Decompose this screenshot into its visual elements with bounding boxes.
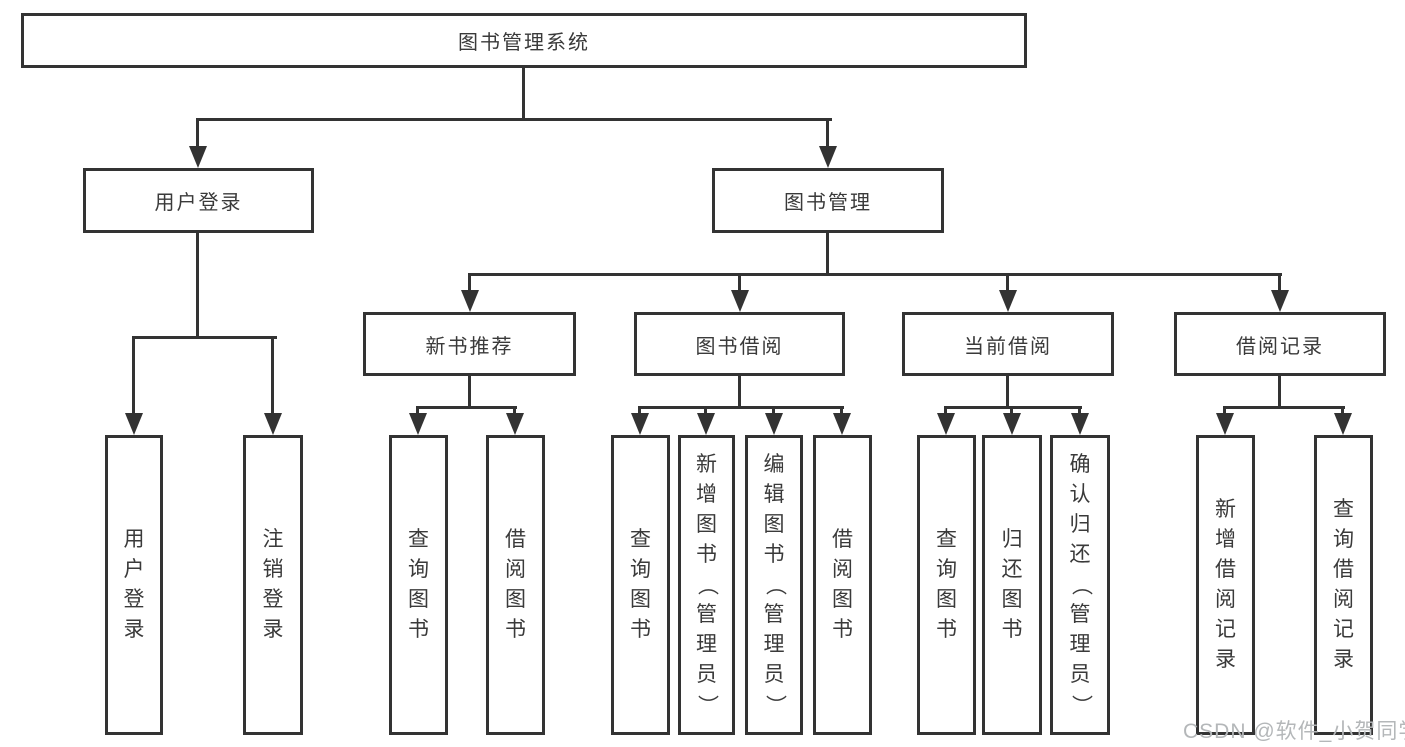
- arrow-down-icon: [833, 413, 851, 435]
- connector-line: [1223, 406, 1345, 409]
- connector-line: [1078, 406, 1081, 416]
- node-new-book-recommend: 新书推荐: [363, 312, 576, 376]
- connector-line: [271, 336, 274, 415]
- connector-line: [196, 118, 199, 148]
- node-label: 借阅图书: [832, 528, 853, 641]
- arrow-down-icon: [631, 413, 649, 435]
- node-label: 图书管理系统: [458, 32, 590, 54]
- connector-line: [522, 66, 525, 121]
- connector-line: [738, 273, 741, 292]
- connector-line: [1278, 376, 1281, 409]
- connector-line: [132, 336, 135, 415]
- leaf-add-borrow-record: 新增借阅记录: [1196, 435, 1255, 735]
- node-label: 借阅记录: [1236, 335, 1324, 358]
- leaf-return-books: 归还图书: [982, 435, 1042, 735]
- node-current-borrow: 当前借阅: [902, 312, 1114, 376]
- leaf-query-books: 查询图书: [917, 435, 976, 735]
- connector-line: [1010, 406, 1013, 416]
- connector-line: [416, 406, 419, 416]
- node-label: 编辑图书（管理员）: [763, 453, 786, 716]
- connector-line: [1223, 406, 1226, 416]
- arrow-down-icon: [1216, 413, 1234, 435]
- connector-line: [416, 406, 517, 409]
- connector-line: [468, 376, 471, 409]
- node-label: 图书借阅: [695, 335, 784, 358]
- connector-line: [944, 406, 1082, 409]
- connector-line: [840, 406, 843, 416]
- node-label: 用户登录: [154, 192, 243, 214]
- node-label: 新书推荐: [425, 335, 514, 358]
- arrow-down-icon: [937, 413, 955, 435]
- leaf-borrow-books: 借阅图书: [486, 435, 545, 735]
- leaf-user-login: 用户登录: [105, 435, 163, 735]
- arrow-down-icon: [731, 290, 749, 312]
- leaf-edit-books-admin: 编辑图书（管理员）: [745, 435, 803, 735]
- connector-line: [638, 406, 641, 416]
- node-label: 借阅图书: [505, 528, 526, 641]
- connector-line: [738, 376, 741, 409]
- arrow-down-icon: [999, 290, 1017, 312]
- arrow-down-icon: [264, 413, 282, 435]
- node-label: 查询图书: [408, 528, 429, 641]
- node-label: 查询图书: [936, 528, 957, 641]
- connector-line: [638, 406, 844, 409]
- csdn-watermark: CSDN @软件_小贺同学: [1183, 720, 1405, 743]
- leaf-query-books: 查询图书: [389, 435, 448, 735]
- node-label: 归还图书: [1001, 528, 1023, 641]
- node-label: 注销登录: [262, 528, 284, 641]
- node-label: 用户登录: [123, 528, 145, 641]
- node-book-borrow: 图书借阅: [634, 312, 845, 376]
- arrow-down-icon: [1334, 413, 1352, 435]
- arrow-down-icon: [1071, 413, 1089, 435]
- arrow-down-icon: [409, 413, 427, 435]
- arrow-down-icon: [1271, 290, 1289, 312]
- node-label: 确认归还（管理员）: [1069, 453, 1092, 716]
- connector-line: [468, 273, 1282, 276]
- connector-line: [826, 233, 829, 276]
- connector-line: [1006, 273, 1009, 292]
- node-label: 当前借阅: [964, 335, 1052, 358]
- arrow-down-icon: [189, 146, 207, 168]
- leaf-query-borrow-record: 查询借阅记录: [1314, 435, 1373, 735]
- connector-line: [1278, 273, 1281, 292]
- node-label: 新增图书（管理员）: [695, 453, 719, 716]
- leaf-add-books-admin: 新增图书（管理员）: [678, 435, 735, 735]
- connector-line: [772, 406, 775, 416]
- connector-line: [1006, 376, 1009, 409]
- connector-line: [513, 406, 516, 416]
- node-borrow-records: 借阅记录: [1174, 312, 1386, 376]
- node-user-login: 用户登录: [83, 168, 314, 233]
- connector-line: [1341, 406, 1344, 416]
- leaf-confirm-return-admin: 确认归还（管理员）: [1050, 435, 1110, 735]
- connector-line: [826, 118, 829, 148]
- node-root: 图书管理系统: [21, 13, 1027, 68]
- connector-line: [196, 118, 832, 121]
- arrow-down-icon: [819, 146, 837, 168]
- arrow-down-icon: [1003, 413, 1021, 435]
- connector-line: [944, 406, 947, 416]
- connector-line: [196, 233, 199, 339]
- arrow-down-icon: [461, 290, 479, 312]
- connector-line: [468, 273, 471, 292]
- arrow-down-icon: [506, 413, 524, 435]
- node-label: 查询图书: [630, 528, 651, 641]
- arrow-down-icon: [125, 413, 143, 435]
- node-label: 图书管理: [784, 192, 872, 214]
- leaf-logout: 注销登录: [243, 435, 303, 735]
- arrow-down-icon: [765, 413, 783, 435]
- leaf-query-books: 查询图书: [611, 435, 670, 735]
- connector-line: [132, 336, 277, 339]
- node-label: 新增借阅记录: [1215, 498, 1236, 671]
- node-book-management: 图书管理: [712, 168, 944, 233]
- arrow-down-icon: [697, 413, 715, 435]
- leaf-borrow-books: 借阅图书: [813, 435, 872, 735]
- connector-line: [704, 406, 707, 416]
- node-label: 查询借阅记录: [1333, 498, 1354, 671]
